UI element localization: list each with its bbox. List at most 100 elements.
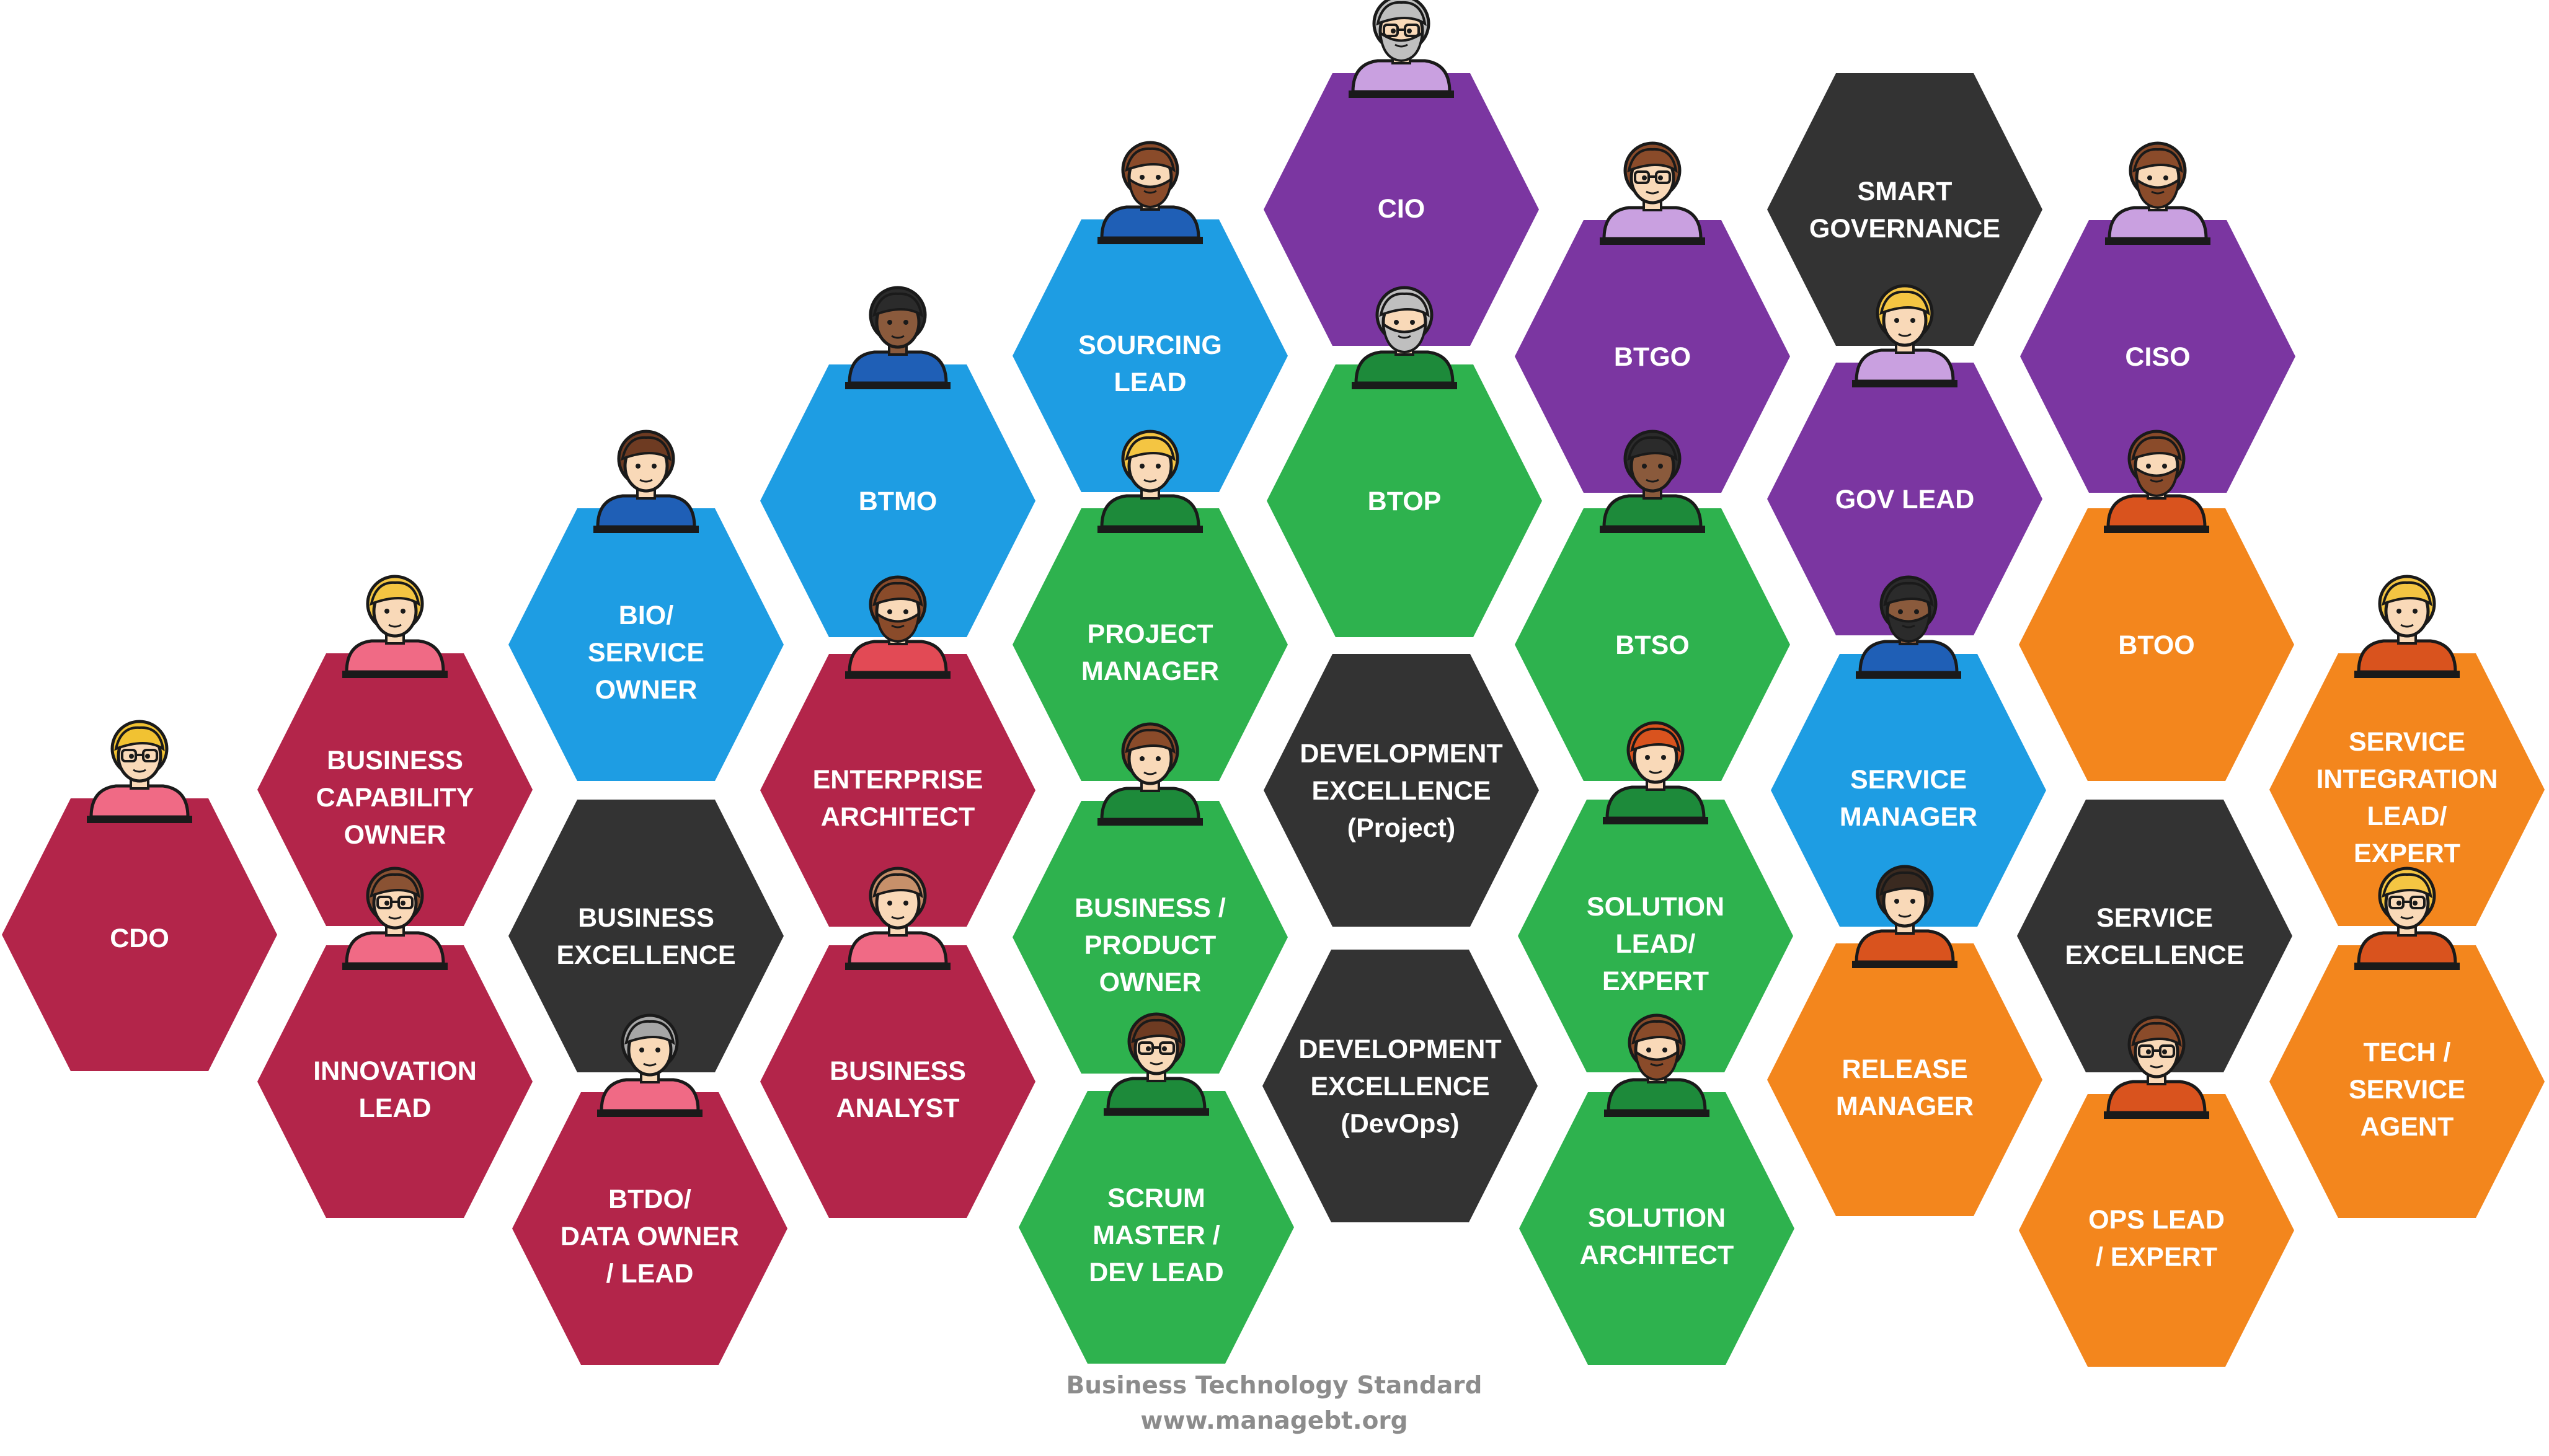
business-product-owner-label-line: BUSINESS /	[1075, 893, 1226, 923]
development-excellence-project-label-line: (Project)	[1347, 813, 1455, 843]
role-gov-lead: GOV LEAD	[1767, 284, 2042, 635]
innovation-lead-avatar	[342, 867, 448, 970]
business-capability-owner-label-line: OWNER	[344, 820, 446, 850]
role-btoo: BTOO	[2019, 430, 2294, 781]
business-excellence-hexagon	[508, 800, 784, 1072]
role-cio: CIO	[1264, 0, 1539, 346]
btop-avatar	[1352, 286, 1457, 389]
btdo-data-owner-lead-label-line: BTDO/	[608, 1185, 691, 1214]
business-excellence-label-line: BUSINESS	[578, 903, 714, 933]
role-ciso: CISO	[2020, 141, 2295, 493]
scrum-master-dev-lead-label-line: SCRUM	[1107, 1183, 1205, 1213]
service-manager-hexagon	[1771, 654, 2046, 927]
ops-lead-expert-avatar	[2104, 1015, 2209, 1119]
btso-hexagon	[1515, 508, 1790, 781]
role-btgo: BTGO	[1515, 141, 1790, 493]
btmo-avatar	[845, 286, 951, 389]
development-excellence-devops-label-line: DEVELOPMENT	[1298, 1035, 1501, 1064]
ops-lead-expert-label-line: / EXPERT	[2096, 1242, 2217, 1272]
enterprise-architect-label-line: ENTERPRISE	[813, 765, 983, 795]
release-manager-label-line: MANAGER	[1836, 1092, 1974, 1121]
service-excellence-label-line: SERVICE	[2096, 903, 2213, 933]
role-btop: BTOP	[1267, 286, 1542, 637]
service-integration-lead-expert-label-line: SERVICE	[2349, 727, 2465, 757]
btso-avatar	[1600, 430, 1705, 533]
ops-lead-expert-hexagon	[2019, 1094, 2294, 1367]
ops-lead-expert-label-line: OPS LEAD	[2088, 1205, 2225, 1235]
cdo-hexagon	[2, 798, 277, 1071]
role-btso: BTSO	[1515, 430, 1790, 781]
btop-label-line: BTOP	[1368, 487, 1442, 516]
sourcing-lead-avatar	[1097, 141, 1203, 244]
project-manager-label-line: MANAGER	[1081, 656, 1219, 686]
service-excellence-label-line: EXCELLENCE	[2065, 940, 2244, 970]
service-integration-lead-expert-label-line: LEAD/	[2367, 801, 2447, 831]
cdo-label-line: CDO	[110, 924, 169, 953]
business-analyst-hexagon	[760, 945, 1035, 1218]
footer-title: Business Technology Standard	[1066, 1372, 1483, 1400]
service-integration-lead-expert-label-line: EXPERT	[2354, 839, 2460, 868]
tech-service-agent-label-line: SERVICE	[2349, 1075, 2465, 1105]
solution-architect-label-line: ARCHITECT	[1580, 1240, 1734, 1270]
business-analyst-label-line: BUSINESS	[830, 1056, 966, 1086]
development-excellence-devops-label-line: (DevOps)	[1341, 1109, 1459, 1139]
btdo-data-owner-lead-label-line: DATA OWNER	[561, 1222, 739, 1251]
btso-label-line: BTSO	[1615, 630, 1689, 660]
role-btmo: BTMO	[760, 286, 1035, 637]
role-enterprise-architect: ENTERPRISE ARCHITECT	[760, 575, 1035, 927]
cio-label-line: CIO	[1378, 194, 1425, 224]
development-excellence-project-label-line: DEVELOPMENT	[1300, 739, 1502, 769]
development-excellence-devops-hexagon	[1262, 950, 1538, 1222]
solution-lead-expert-avatar	[1603, 721, 1708, 824]
role-business-excellence: BUSINESS EXCELLENCE	[508, 800, 784, 1072]
solution-lead-expert-label-line: SOLUTION	[1587, 892, 1724, 922]
role-ops-lead-expert: OPS LEAD / EXPERT	[2019, 1015, 2294, 1367]
role-scrum-master-dev-lead: SCRUM MASTER / DEV LEAD	[1019, 1012, 1294, 1364]
role-business-analyst: BUSINESS ANALYST	[760, 867, 1035, 1218]
btdo-data-owner-lead-label-line: / LEAD	[606, 1259, 694, 1289]
enterprise-architect-label-line: ARCHITECT	[821, 802, 975, 832]
enterprise-architect-avatar	[845, 575, 951, 679]
smart-governance-hexagon	[1767, 73, 2042, 346]
business-capability-owner-label-line: CAPABILITY	[316, 783, 474, 813]
tech-service-agent-avatar	[2354, 867, 2460, 970]
business-analyst-label-line: ANALYST	[836, 1093, 959, 1123]
cdo-avatar	[87, 720, 192, 823]
sourcing-lead-hexagon	[1013, 219, 1288, 492]
service-manager-label-line: MANAGER	[1840, 802, 1977, 832]
gov-lead-label-line: GOV LEAD	[1835, 485, 1975, 514]
project-manager-label-line: PROJECT	[1087, 619, 1213, 649]
bio-service-owner-hexagon	[508, 508, 784, 781]
cio-avatar	[1349, 0, 1454, 98]
role-service-excellence: SERVICE EXCELLENCE	[2017, 800, 2292, 1072]
scrum-master-dev-lead-label-line: MASTER /	[1093, 1220, 1220, 1250]
release-manager-hexagon	[1767, 943, 2042, 1216]
service-integration-lead-expert-label-line: INTEGRATION	[2316, 764, 2498, 794]
gov-lead-hexagon	[1767, 363, 2042, 635]
business-excellence-label-line: EXCELLENCE	[556, 940, 735, 970]
business-product-owner-label-line: PRODUCT	[1084, 930, 1217, 960]
bio-service-owner-label-line: SERVICE	[588, 638, 704, 668]
sourcing-lead-label-line: SOURCING	[1078, 330, 1222, 360]
scrum-master-dev-lead-label-line: DEV LEAD	[1089, 1258, 1223, 1287]
service-integration-lead-expert-hexagon	[2269, 653, 2545, 926]
hexagon-layer: CDO BUSINESS CAPABILITY OWNER INNOVATIONLEAD…	[2, 0, 2545, 1367]
tech-service-agent-hexagon	[2269, 945, 2545, 1218]
role-cdo: CDO	[2, 720, 277, 1071]
gov-lead-avatar	[1852, 284, 1957, 387]
business-analyst-avatar	[845, 867, 951, 970]
bio-service-owner-label-line: OWNER	[595, 675, 698, 705]
